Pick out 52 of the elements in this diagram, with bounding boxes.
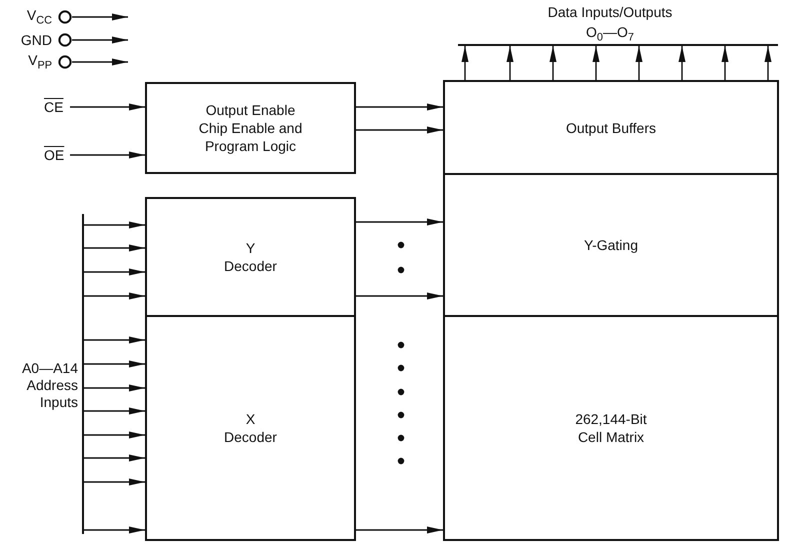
arrow [72,58,128,66]
block-label: Output Buffers [566,118,656,136]
arrow [678,46,686,80]
arrow [70,104,145,110]
bus-line [458,44,778,46]
logic-block [443,80,779,175]
arrow [84,526,145,534]
arrow [72,14,128,20]
arrow [356,526,443,534]
block-label: Output Enable Chip Enable and Program Logic [198,101,304,155]
arrow [356,126,443,134]
block-label: X Decoder [223,410,278,446]
block-label: 262,144-Bit Cell Matrix [574,410,648,446]
arrow [356,292,443,300]
bus-label: O$_{0}$—O$_{7}$ [585,24,635,46]
arrow [592,46,600,80]
pin-label: V$_{CC}$ [26,8,52,26]
arrow [84,408,145,414]
arrow [84,336,145,344]
block-label: Y-Gating [584,236,638,254]
arrow [84,222,145,228]
arrow [84,454,145,462]
arrow [356,104,443,110]
arrow [84,384,145,392]
logic-block [145,82,356,174]
arrow [84,432,145,438]
logic-block [443,315,779,541]
pin-label: GND [20,33,52,47]
logic-block [443,173,779,317]
arrow [84,478,145,486]
arrow [72,36,128,44]
bus-label: A0—A14 Address Inputs [20,360,78,411]
arrow [84,360,145,368]
logic-block [145,197,356,317]
bus-line [82,214,84,534]
signal-label: CE [44,99,70,115]
arrow [506,46,514,80]
arrow [84,268,145,276]
block-label: Y Decoder [223,239,278,275]
arrow [462,46,468,80]
arrow [356,218,443,226]
arrow [70,152,145,158]
logic-block [145,315,356,541]
arrow [764,46,772,80]
arrow [84,244,145,252]
arrow [550,46,556,80]
arrow [636,46,642,80]
arrow [722,46,728,80]
bus-label: Data Inputs/Outputs [546,4,674,21]
arrow [84,292,145,300]
signal-label: OE [44,147,70,163]
pin-label: V$_{PP}$ [28,52,52,72]
